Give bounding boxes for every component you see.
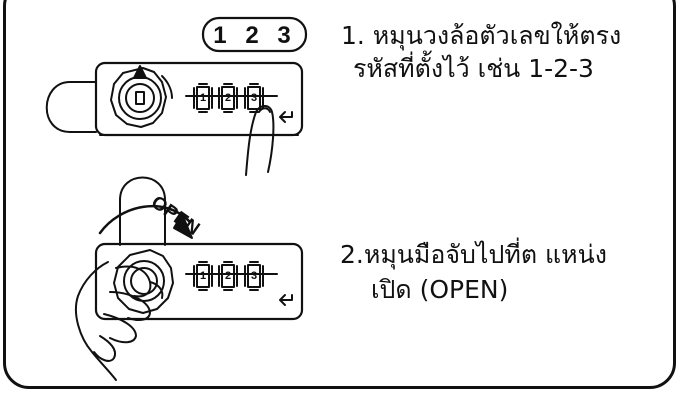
step2-line1: 2.หมุนมือจับไปที่ต แหน่ง [340, 240, 607, 269]
lock2-knob [113, 249, 174, 314]
instruction-panel [3, 0, 676, 389]
code-display-text: 1 2 3 [213, 22, 296, 49]
dial2-num2: 2 [225, 270, 231, 282]
lock1-shackle [45, 81, 97, 133]
lock1-knob [110, 65, 173, 128]
dial2-num3: 3 [251, 270, 257, 282]
dial2-num1: 1 [200, 270, 206, 282]
finger-icon [245, 105, 275, 176]
lock2-wheels [185, 261, 278, 291]
hand-icon [74, 261, 164, 381]
dial1-num2: 2 [225, 92, 231, 104]
dial1-num3: 3 [251, 92, 257, 104]
return-arrow-icon [279, 294, 293, 306]
step2-line2: เปิด (OPEN) [371, 275, 509, 304]
return-arrow-icon [279, 111, 293, 123]
open-label: OPEN [147, 192, 203, 240]
step1-line2: รหัสที่ตั้งไว้ เช่น 1-2-3 [353, 54, 594, 83]
lock2-body [94, 242, 304, 321]
code-display-frame [201, 16, 308, 53]
lock2-shackle [119, 176, 166, 246]
lock1-wheels [185, 83, 278, 113]
dial1-num1: 1 [200, 92, 206, 104]
step1-line1: 1. หมุนวงล้อตัวเลขให้ตรง [341, 21, 622, 50]
